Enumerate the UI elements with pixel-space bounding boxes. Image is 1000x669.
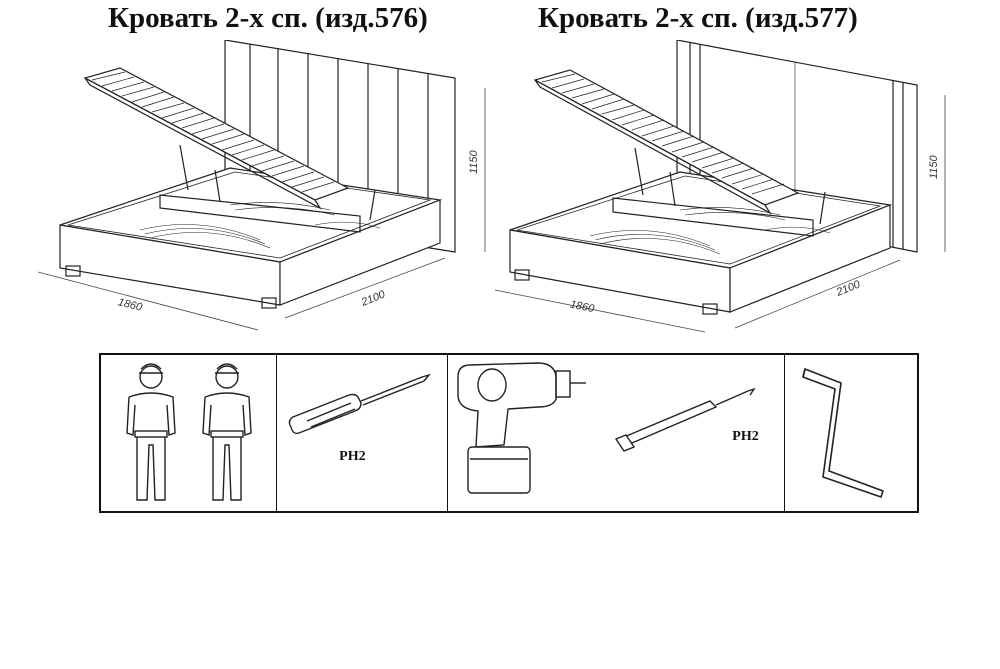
bed-577-drawing: 1860 2100 1150 <box>495 40 946 333</box>
length-dimension-577: 2100 <box>834 278 863 299</box>
hex-key-icon <box>801 367 884 499</box>
width-dimension-576: 1860 <box>117 296 145 314</box>
two-workers-icon <box>126 363 252 501</box>
height-dimension-577: 1150 <box>928 154 940 179</box>
screwdriver-icon <box>288 373 432 435</box>
cordless-drill-icon <box>457 362 757 494</box>
screwdriver-cell: PH2 <box>277 355 449 511</box>
length-dimension-576: 2100 <box>359 288 388 309</box>
bed-576-drawing: 1860 2100 1150 <box>37 40 486 331</box>
width-dimension-577: 1860 <box>569 298 596 315</box>
bed-576-title: Кровать 2-х сп. (изд.576) <box>108 2 428 34</box>
drill-cell: PH2 <box>448 355 785 511</box>
screwdriver-ph2-label: PH2 <box>339 449 366 464</box>
tools-panel: PH2 PH2 <box>99 353 919 513</box>
bit-ph2-label: PH2 <box>732 429 759 444</box>
bed-577-title: Кровать 2-х сп. (изд.577) <box>538 2 858 34</box>
two-workers-cell <box>101 355 278 511</box>
hex-key-cell <box>785 355 917 511</box>
height-dimension-576: 1150 <box>468 149 480 174</box>
